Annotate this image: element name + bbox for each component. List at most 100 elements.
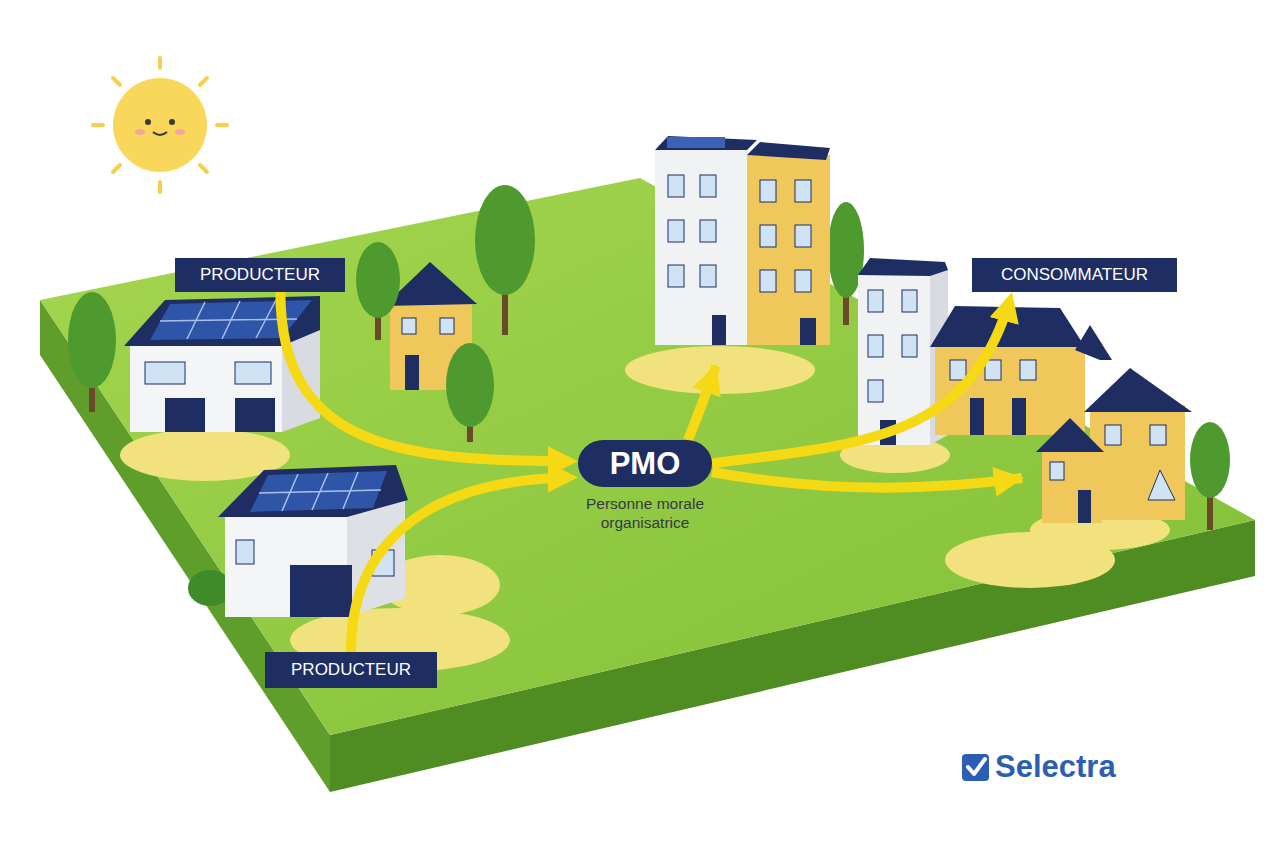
tall-building-part [795,225,811,247]
tree [475,185,535,335]
role-text: PRODUCTEUR [190,265,330,285]
sun-part [169,119,175,125]
organiser-caption: Personne morale organisatrice [555,494,735,532]
consumer-house-part [1150,425,1166,445]
consumer-house-part [935,345,1085,435]
consumer-house-part [930,306,1085,347]
consumer-house-part [1084,368,1192,412]
role-tag: PRODUCTEUR [265,652,437,688]
producer-house-part [236,540,254,564]
producer-house-part [145,362,185,384]
flow-arrow [712,292,1012,464]
sun-part [175,129,185,135]
producer-house-part [282,330,320,432]
consumer-house-part [950,360,966,380]
consumer-house-part [985,360,1001,380]
tall-building-part [712,315,726,345]
organiser-blob: PMO [578,440,712,487]
consumer-house-part [1050,462,1064,480]
consumer-house-part [1075,325,1112,360]
producer-house-part [130,342,282,432]
tall-building-part [795,270,811,292]
producer-house-part [124,296,320,346]
consumer-building-part [868,380,883,402]
consumer-house-part [1042,448,1102,523]
consumer-house-part [1148,470,1175,500]
flow-arrow [688,366,1022,488]
producer-house [188,465,408,617]
organiser-node: PMO Personne morale organisatrice [555,440,735,532]
tree-part [356,242,400,318]
consumer-building-part [902,335,917,357]
consumer-building-part [868,335,883,357]
organiser-acronym: PMO [610,446,681,482]
house-part [405,355,419,390]
producer-house-part [235,398,275,432]
yellow-path-part [625,346,815,394]
role-tag: CONSOMMATEUR [972,258,1177,292]
consumer-house-part [1036,418,1104,452]
tree [68,292,116,412]
tall-building-part [795,180,811,202]
sun-part [158,58,162,68]
tall-building-part [747,142,830,160]
producer-house-part [150,300,312,340]
producer-house-part [250,471,387,512]
sun-part [93,123,103,127]
consumer-house-part [1105,425,1121,445]
brand-watermark: Selectra [995,749,1116,785]
tall-building-part [760,225,776,247]
sun-part [113,78,207,172]
consumer-house-part [970,398,984,435]
tall-building-part [700,265,716,287]
producer-house-part [160,300,297,339]
house-part [402,318,416,334]
consumer-house-part [1020,360,1036,380]
consumer-house-part [1078,490,1091,523]
consumer-building-part [880,420,896,445]
tall-building-part [700,220,716,242]
tall-building-part [747,155,830,345]
consumer-building-part [868,290,883,312]
tall-building-part [668,265,684,287]
producer-house-part [165,398,205,432]
role-text: CONSOMMATEUR [987,265,1162,285]
ground-part [40,178,1255,735]
tree-part [475,185,535,295]
ground [40,178,1255,792]
role-text: PRODUCTEUR [280,660,422,680]
tree-part [1190,422,1230,498]
consumer-house-part [1090,405,1185,520]
sun-part [200,78,207,85]
tall-building-part [655,150,747,345]
consumer-building-part [902,290,917,312]
consumer-house [930,306,1112,435]
tall-building-part [700,175,716,197]
producer-house-part [259,472,381,511]
tall-building-part [667,137,725,148]
consumer-house-part [1012,398,1026,435]
producer-house-part [347,500,405,617]
tall-building-part [668,175,684,197]
tree [1190,422,1230,530]
consumer-building [858,258,948,445]
tall-building-part [668,220,684,242]
role-tag: PRODUCTEUR [175,258,345,292]
tree [446,343,494,442]
producer-house-part [290,565,352,617]
house-part [440,318,454,334]
tall-building [655,136,830,345]
sun-part [135,129,145,135]
consumer-house [1036,368,1192,523]
sun-part [113,165,120,172]
tree-part [68,292,116,388]
sun-part [153,132,167,135]
tall-building-part [760,270,776,292]
producer-house-part [218,465,408,517]
selectra-logo-part [962,754,989,781]
consumer-building-part [858,258,948,276]
producer-house-part [235,362,271,384]
